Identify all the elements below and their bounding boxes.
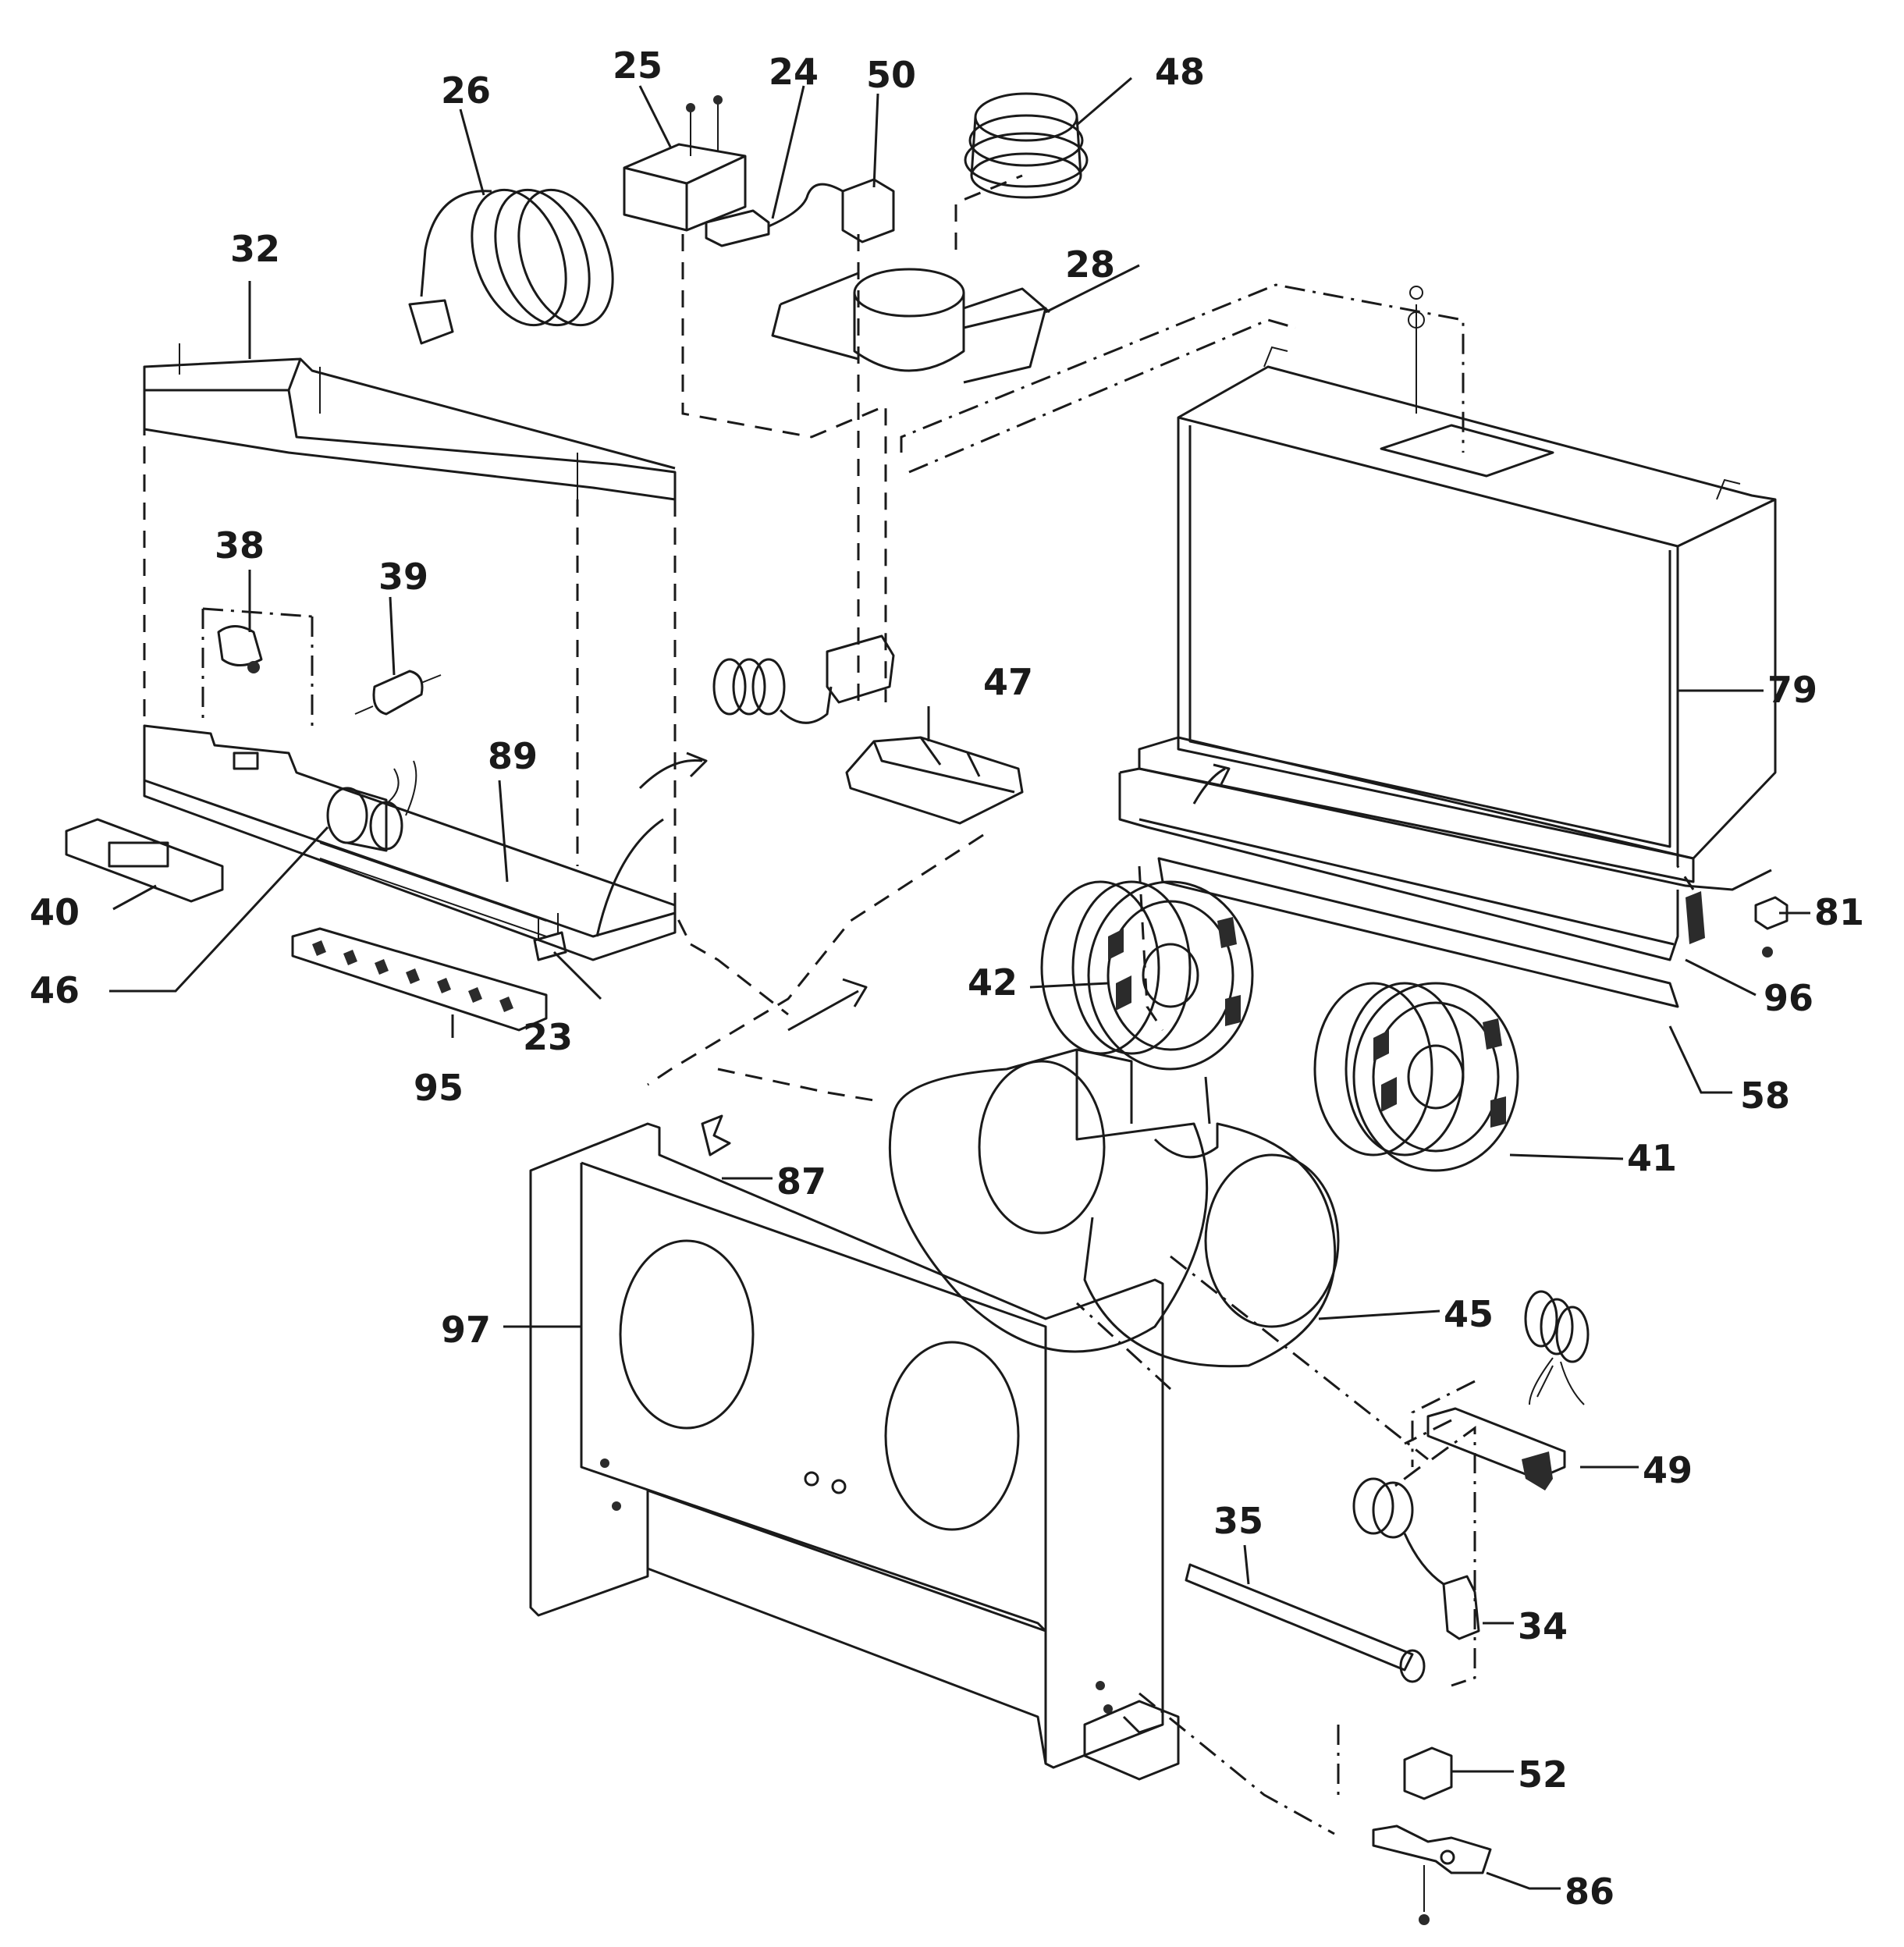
- part-87-spring-clip: [701, 1114, 731, 1156]
- label-part-28: 28: [1065, 243, 1115, 286]
- part-32-top-cover: [143, 343, 677, 501]
- part-28-duct-connector: [771, 268, 1050, 384]
- part-96-filter-cover: [1118, 773, 1705, 961]
- label-part-46: 46: [30, 969, 80, 1011]
- label-part-96: 96: [1764, 977, 1813, 1019]
- label-part-40: 40: [30, 891, 80, 933]
- part-40-light-panel: [65, 818, 224, 903]
- wire-coil-small: [712, 634, 895, 724]
- label-part-41: 41: [1627, 1137, 1677, 1179]
- label-part-49: 49: [1643, 1449, 1693, 1491]
- part-47-relay-block: [845, 736, 1024, 825]
- label-part-35: 35: [1213, 1500, 1263, 1542]
- part-25-terminal-box: [623, 95, 747, 232]
- label-part-87: 87: [776, 1160, 826, 1203]
- part-95-switch-strip: [291, 927, 548, 1032]
- part-49-lamp-socket: [1426, 1290, 1590, 1490]
- part-42-fan-wheel: [1040, 880, 1254, 1071]
- label-part-89: 89: [488, 735, 538, 777]
- label-part-24: 24: [769, 51, 819, 93]
- label-part-81: 81: [1814, 891, 1864, 933]
- part-50-switch: [841, 178, 895, 243]
- label-part-26: 26: [441, 69, 491, 112]
- part-41-fan-wheel: [1313, 982, 1519, 1172]
- label-part-34: 34: [1518, 1605, 1568, 1647]
- part-46-motor: [326, 760, 417, 852]
- part-89-control-panel: [143, 724, 677, 961]
- lower-bracket: [1083, 1700, 1180, 1781]
- part-26-coiled-cable: [408, 188, 614, 345]
- label-part-47: 47: [983, 661, 1033, 703]
- label-part-58: 58: [1740, 1075, 1790, 1117]
- label-part-48: 48: [1155, 51, 1205, 93]
- part-81-clip: [1754, 896, 1789, 958]
- part-79-hood-housing: [1119, 286, 1777, 891]
- part-34-lamp-holder: [1352, 1477, 1480, 1640]
- part-97-mounting-plate: [529, 1122, 1164, 1769]
- part-39-capacitor: [354, 670, 442, 716]
- part-58-trim-strip: [1157, 857, 1679, 1008]
- label-part-50: 50: [866, 54, 916, 96]
- part-48-ring-flange: [964, 92, 1089, 199]
- part-labels: 25 24 50 48 26 28 32 38 39 89 47 79 40 4…: [30, 44, 1864, 1913]
- label-part-52: 52: [1518, 1753, 1568, 1796]
- part-52-micro-switch: [1403, 1746, 1453, 1800]
- part-86-lever: [1372, 1824, 1492, 1925]
- leader-lines: [109, 76, 1810, 1890]
- part-45-blower-housing: [888, 1048, 1340, 1368]
- label-part-86: 86: [1565, 1871, 1614, 1913]
- label-part-97: 97: [441, 1309, 491, 1351]
- label-part-95: 95: [414, 1067, 464, 1109]
- label-part-32: 32: [230, 228, 280, 270]
- label-part-25: 25: [613, 44, 662, 87]
- label-part-79: 79: [1767, 669, 1817, 711]
- part-23-bracket: [533, 913, 567, 961]
- part-24-connector: [705, 183, 844, 247]
- part-35-lamp-tube: [1185, 1563, 1426, 1683]
- label-part-23: 23: [523, 1016, 573, 1058]
- label-part-42: 42: [968, 961, 1018, 1004]
- label-part-39: 39: [378, 556, 428, 598]
- airflow-arrows: [595, 751, 1231, 1032]
- part-38-lamp-holder: [217, 625, 263, 673]
- label-part-45: 45: [1444, 1293, 1494, 1335]
- label-part-38: 38: [215, 524, 265, 567]
